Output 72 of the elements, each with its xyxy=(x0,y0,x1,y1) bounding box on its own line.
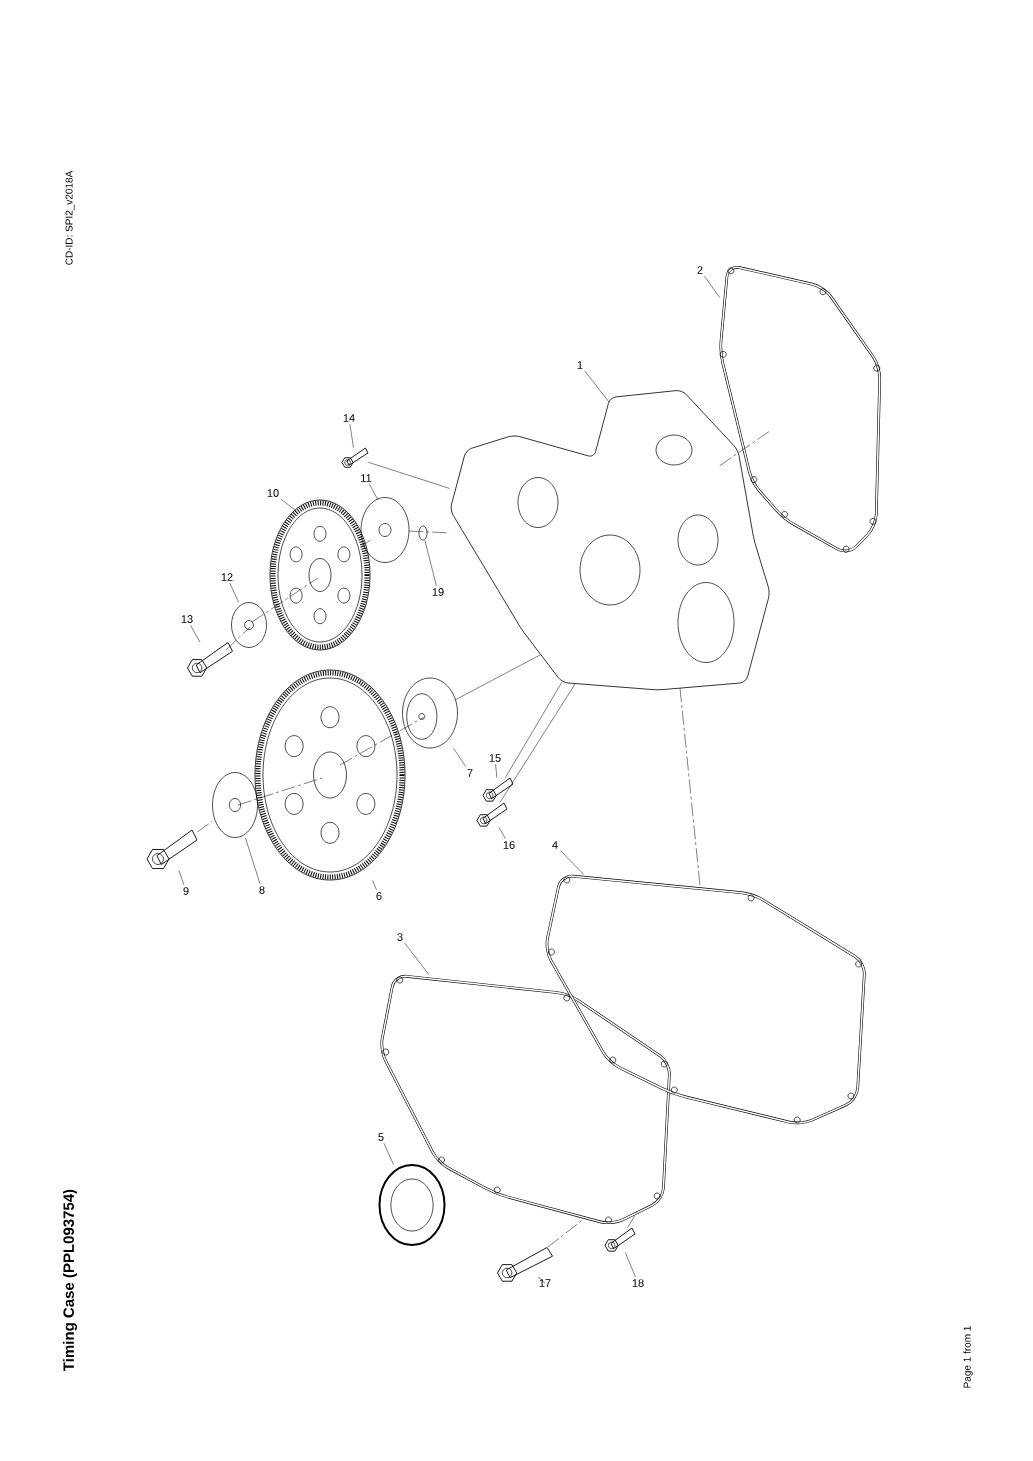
leader-line xyxy=(453,748,467,768)
leader-line xyxy=(383,1142,394,1165)
assembly-line xyxy=(360,539,371,548)
callout-number: 10 xyxy=(267,489,279,497)
title: Timing Case (PPL093754) xyxy=(63,1189,78,1371)
callout-number: 15 xyxy=(489,754,501,762)
bolt-drawing xyxy=(482,777,514,802)
page-note: CD-ID: SPI2_v2018A xyxy=(65,170,75,265)
gasket-drawing xyxy=(719,266,882,553)
page-note: Page 1 from 1 xyxy=(963,1326,973,1388)
leader-line xyxy=(560,850,585,875)
callout-number: 7 xyxy=(467,769,473,777)
washer-drawing xyxy=(212,772,258,838)
callout-number: 13 xyxy=(181,615,193,623)
callout-number: 17 xyxy=(539,1279,551,1287)
callout-number: 1 xyxy=(577,361,583,369)
assembly-line xyxy=(627,1211,638,1228)
leader-line xyxy=(372,880,377,890)
assembly-line xyxy=(225,626,251,651)
callout-number: 4 xyxy=(552,841,558,849)
leader-line xyxy=(178,870,185,885)
bolt-drawing xyxy=(476,802,508,827)
assembly-line xyxy=(547,1217,586,1248)
assembly-line xyxy=(505,681,563,778)
housing-drawing xyxy=(450,390,770,691)
callout-number: 2 xyxy=(697,266,703,274)
assembly-line xyxy=(679,687,701,887)
assembly-line xyxy=(409,530,450,534)
seal-drawing xyxy=(378,1164,446,1246)
callout-number: 19 xyxy=(432,588,444,596)
callout-number: 16 xyxy=(503,841,515,849)
leader-line xyxy=(245,837,261,884)
leader-line xyxy=(229,582,239,603)
callout-number: 8 xyxy=(259,886,265,894)
assembly-line xyxy=(237,777,323,806)
callout-number: 12 xyxy=(221,573,233,581)
leader-line xyxy=(498,827,506,839)
gasket-drawing xyxy=(380,974,671,1225)
gasket-drawing xyxy=(545,874,866,1125)
leader-line xyxy=(404,943,430,975)
bolt-drawing xyxy=(146,829,198,869)
leader-line xyxy=(190,625,201,643)
callout-number: 6 xyxy=(376,892,382,900)
leader-line xyxy=(369,483,379,501)
gear-drawing xyxy=(254,669,406,881)
leader-line xyxy=(704,275,720,298)
leader-line xyxy=(584,370,610,403)
leader-line xyxy=(424,540,437,586)
pin-drawing xyxy=(418,525,428,541)
assembly-line xyxy=(499,683,576,803)
assembly-line xyxy=(454,654,541,701)
bolt-drawing xyxy=(604,1227,636,1252)
assembly-line xyxy=(719,430,771,466)
callout-number: 9 xyxy=(183,887,189,895)
leader-line xyxy=(495,763,498,778)
gear-drawing xyxy=(269,499,371,651)
callout-number: 5 xyxy=(378,1133,384,1141)
bolt-drawing xyxy=(341,447,369,468)
leader-line xyxy=(624,1252,636,1277)
leader-line xyxy=(537,1276,546,1284)
callout-number: 14 xyxy=(343,414,355,422)
assembly-line xyxy=(368,462,450,489)
washer-drawing xyxy=(360,497,410,563)
hub-drawing xyxy=(402,677,458,749)
washer-drawing xyxy=(231,602,267,648)
bolt-drawing xyxy=(187,642,233,677)
leader-line xyxy=(349,423,354,448)
leader-line xyxy=(280,499,296,511)
callout-number: 3 xyxy=(397,933,403,941)
callout-number: 11 xyxy=(361,474,372,482)
assembly-line xyxy=(197,821,213,833)
callout-number: 18 xyxy=(632,1279,644,1287)
